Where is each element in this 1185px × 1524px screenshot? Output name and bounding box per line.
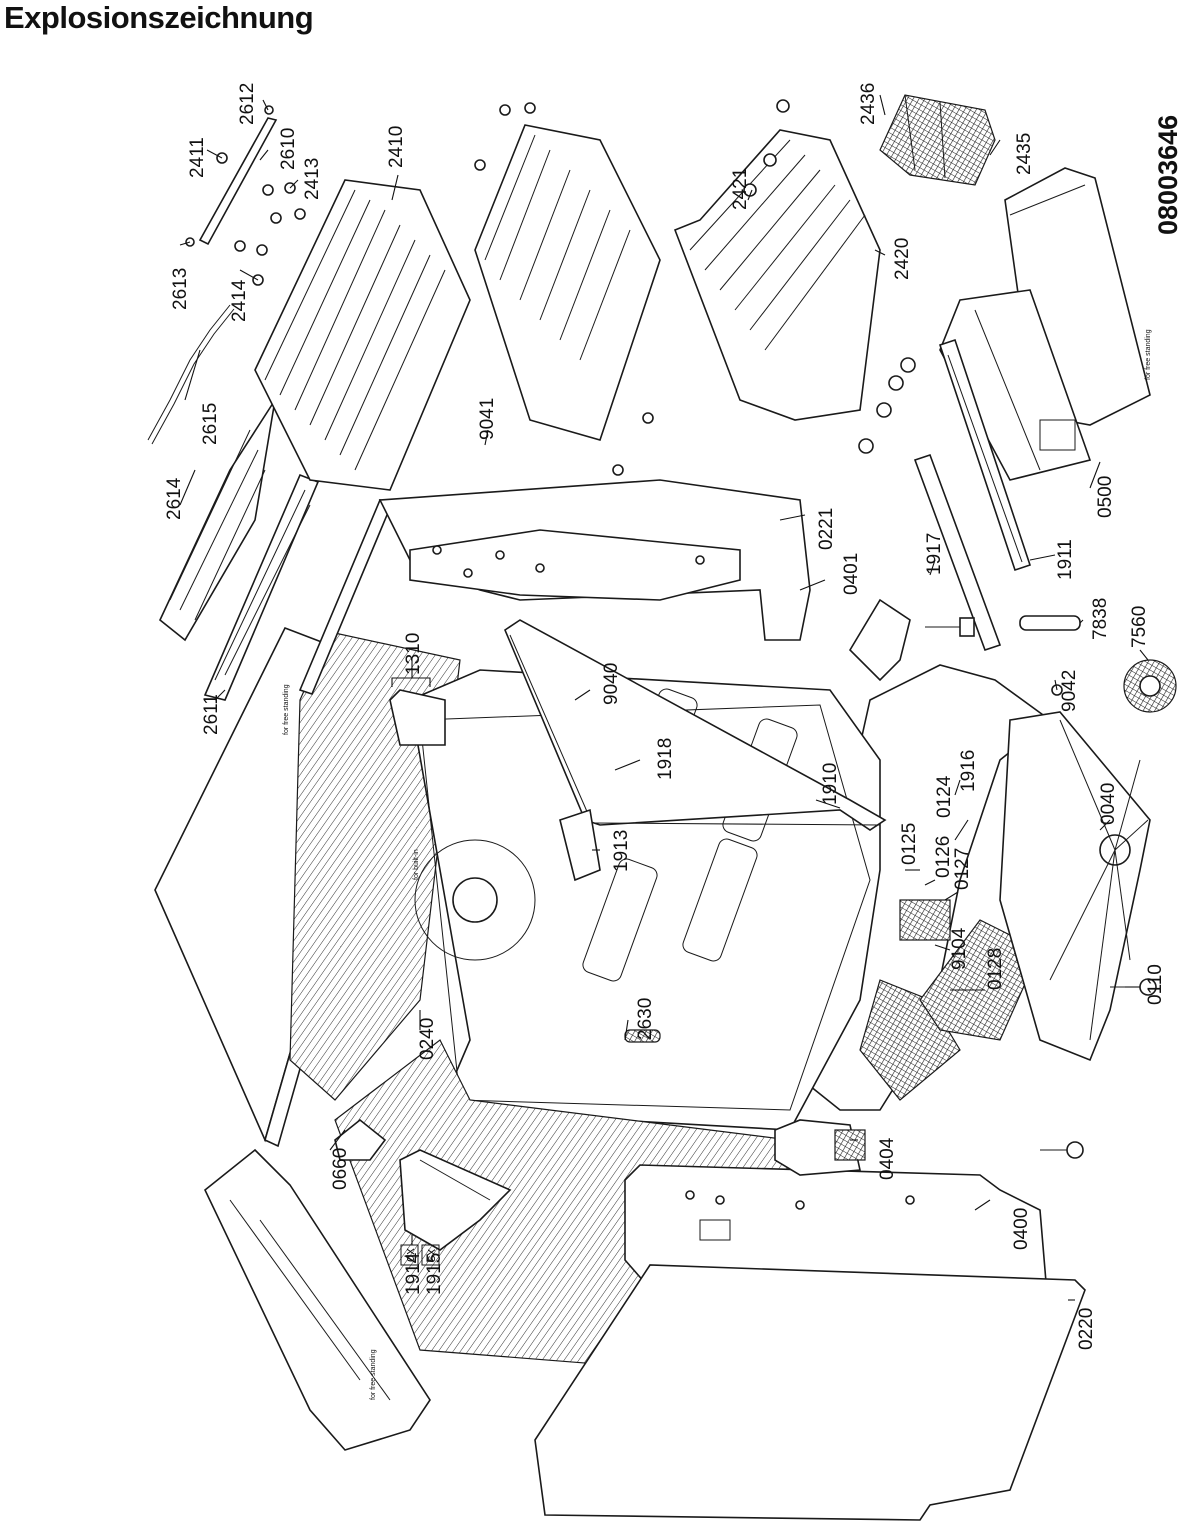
label-2614: 2614	[164, 477, 185, 520]
label-2435: 2435	[1014, 133, 1035, 175]
label-2615: 2615	[200, 403, 221, 445]
label-2610: 2610	[278, 128, 299, 170]
cutlery-basket-2435	[879, 94, 996, 186]
label-9042: 9042	[1059, 670, 1080, 712]
rear-panel-note: for free standing	[1145, 329, 1152, 380]
label-9041: 9041	[477, 398, 498, 440]
label-1914: 1914	[403, 1252, 424, 1295]
label-2411: 2411	[187, 137, 208, 178]
label-7838: 7838	[1090, 598, 1111, 640]
label-1913: 1913	[611, 830, 632, 872]
label-9104: 9104	[949, 927, 970, 970]
document-number: 08003646	[1153, 115, 1183, 235]
leader-lines	[179, 94, 1149, 1301]
base-plate-0040	[999, 711, 1151, 1062]
label-0110: 0110	[1145, 964, 1166, 1005]
plinth-panel: for free standing	[204, 1148, 431, 1451]
label-0240: 0240	[417, 1018, 438, 1060]
label-0404: 0404	[877, 1137, 898, 1180]
filter-strip-1917	[913, 453, 1002, 652]
tag-sx: sx	[423, 1249, 438, 1263]
label-0221: 0221	[816, 508, 837, 550]
tag-dx: dx	[402, 1248, 417, 1262]
label-0220: 0220	[1076, 1308, 1097, 1350]
label-2613: 2613	[170, 268, 191, 310]
label-0124: 0124	[934, 775, 955, 818]
cup-shelf-2611	[203, 473, 320, 701]
hinge-1914	[399, 1149, 512, 1251]
hose-7838	[1019, 615, 1081, 631]
label-7560: 7560	[1129, 606, 1150, 648]
plinth-note: for free standing	[370, 1349, 377, 1400]
label-0401: 0401	[841, 553, 862, 595]
heater-cover-7560	[1123, 659, 1177, 713]
label-1310: 1310	[403, 633, 424, 675]
label-2630: 2630	[635, 998, 656, 1040]
label-1910: 1910	[820, 763, 841, 805]
adjuster-screw	[925, 617, 975, 637]
side-tags: dx sx	[400, 1244, 440, 1266]
bracket-part	[848, 598, 911, 682]
label-0127: 0127	[952, 848, 973, 890]
label-0660: 0660	[330, 1148, 351, 1190]
spray-rail-2615	[147, 304, 235, 445]
lower-rack-2420	[673, 99, 916, 454]
top-panel-note: for free standing	[283, 684, 290, 735]
label-1916: 1916	[958, 750, 979, 792]
cup-shelf-2614	[159, 399, 276, 642]
base-tray-0500	[939, 289, 1092, 481]
foot-screw-lower	[1040, 1141, 1084, 1159]
label-0126: 0126	[933, 836, 954, 878]
label-2413: 2413	[302, 158, 323, 200]
middle-rack	[474, 102, 661, 476]
label-0125: 0125	[899, 823, 920, 865]
door-panel-0220	[534, 1264, 1086, 1521]
label-2414: 2414	[229, 279, 250, 322]
sump-rail-1911	[938, 338, 1032, 572]
page-title: Explosionszeichnung	[4, 0, 314, 35]
bracket-0404	[774, 1119, 866, 1176]
hinge-bracket-1913	[559, 808, 601, 882]
label-2421: 2421	[730, 168, 751, 210]
label-1911: 1911	[1055, 539, 1076, 580]
insulation-note: for built-in	[413, 849, 420, 880]
label-0040: 0040	[1098, 783, 1119, 825]
part-labels: 2612 2411 2610 2413 2410 2613 2414 2615 …	[164, 83, 1166, 1350]
label-2611: 2611	[201, 694, 222, 735]
label-2436: 2436	[858, 83, 879, 125]
label-9040: 9040	[601, 663, 622, 705]
upper-rack-2410	[254, 179, 471, 491]
label-0128: 0128	[985, 948, 1006, 990]
label-0400: 0400	[1011, 1208, 1032, 1250]
label-1917: 1917	[924, 533, 945, 575]
rack-wheels-2413	[234, 182, 306, 286]
foot-part-0660	[334, 1118, 387, 1161]
label-1915: 1915	[424, 1253, 445, 1295]
label-2420: 2420	[892, 238, 913, 280]
label-1918: 1918	[655, 738, 676, 780]
label-2612: 2612	[237, 83, 258, 125]
top-bracket-1310	[389, 689, 446, 746]
right-rail-0401	[409, 529, 741, 601]
label-2410: 2410	[386, 126, 407, 168]
label-0500: 0500	[1095, 476, 1116, 518]
